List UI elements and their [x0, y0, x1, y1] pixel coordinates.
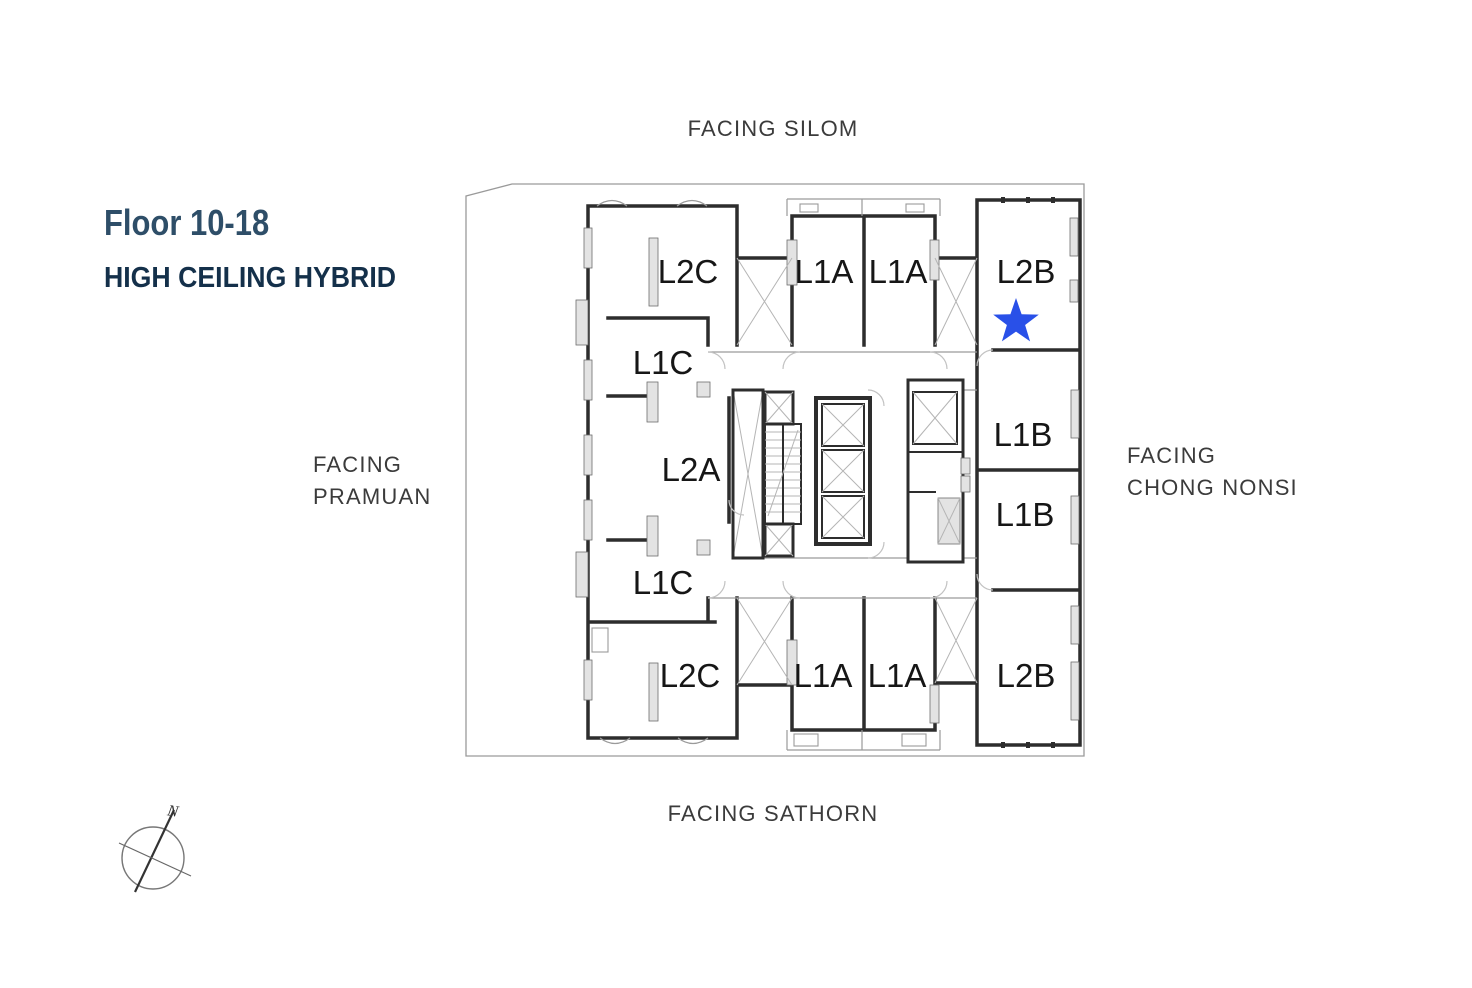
door-arcs [707, 349, 994, 599]
page-title: Floor 10-18 [104, 202, 270, 243]
facade-ticks [1001, 197, 1055, 748]
balconies [591, 198, 941, 751]
facing-pramuan-line2: PRAMUAN [313, 484, 432, 509]
facing-silom-label: FACING SILOM [687, 116, 859, 141]
unit-label-l1a-top-left: L1A [795, 253, 854, 290]
unit-label-l2b-bottom: L2B [997, 657, 1056, 694]
unit-label-l1b-upper: L1B [994, 416, 1053, 453]
compass-north-label: N [165, 802, 181, 821]
outer-boundary [465, 183, 1085, 757]
facing-chong-nonsi-label: FACING CHONG NONSI [1127, 440, 1298, 504]
unit-label-l1c-upper: L1C [633, 344, 694, 381]
unit-label-l2c-bottom: L2C [660, 657, 721, 694]
unit-label-l1c-lower: L1C [633, 564, 694, 601]
unit-label-l2b-top: L2B [997, 253, 1056, 290]
facing-pramuan-label: FACING PRAMUAN [313, 449, 431, 513]
unit-label-l1b-lower: L1B [996, 496, 1055, 533]
facing-sathorn-label: FACING SATHORN [667, 801, 879, 826]
unit-label-l2a: L2A [662, 451, 721, 488]
compass-icon: N [118, 802, 192, 893]
unit-type-title: HIGH CEILING HYBRID [104, 262, 397, 294]
corridor [708, 351, 977, 599]
facing-chong-nonsi-line1: FACING [1127, 443, 1217, 468]
unit-label-l2c-top: L2C [658, 253, 719, 290]
staircase [731, 388, 802, 560]
unit-label-l1a-bottom-right: L1A [868, 657, 927, 694]
elevator-bank [814, 396, 872, 546]
star-marker-icon [993, 298, 1039, 342]
unit-label-l1a-top-right: L1A [869, 253, 928, 290]
shaft-x-marks [732, 257, 978, 686]
facing-pramuan-line1: FACING [313, 452, 403, 477]
window-bumps [596, 199, 709, 745]
service-core [906, 378, 971, 564]
unit-label-l1a-bottom-left: L1A [794, 657, 853, 694]
unit-labels: L2C L1A L1A L2B L1C L2A L1B L1B L1C L2C … [633, 253, 1056, 694]
facing-chong-nonsi-line2: CHONG NONSI [1127, 475, 1298, 500]
